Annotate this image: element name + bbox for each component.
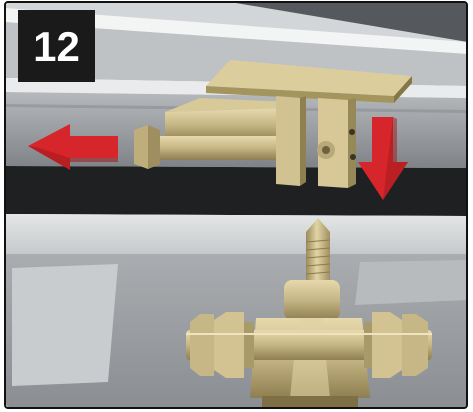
step-badge: 12 (18, 10, 95, 82)
scene: 12 (5, 2, 468, 410)
bolt-shaft (152, 136, 287, 160)
lower-left-panel (12, 264, 118, 386)
left-outer-nut (190, 314, 214, 376)
bolt-hex-head-facet (148, 125, 160, 169)
right-bracket-side (348, 98, 356, 188)
right-inner-nut (372, 312, 402, 378)
threaded-rod (306, 218, 330, 285)
left-washer (244, 322, 254, 368)
rod-collar (284, 280, 340, 320)
right-washer (364, 322, 372, 368)
left-bracket (276, 96, 300, 186)
step-number: 12 (33, 23, 80, 70)
bracket-hole-lower (350, 154, 356, 160)
left-bracket-side (300, 96, 306, 186)
center-nut-bore (322, 146, 330, 154)
left-inner-nut (214, 312, 244, 378)
lower-right-panel (355, 260, 467, 305)
bracket-hole-upper (349, 129, 355, 135)
right-outer-nut (402, 314, 428, 376)
lower-rail-top (5, 214, 467, 258)
